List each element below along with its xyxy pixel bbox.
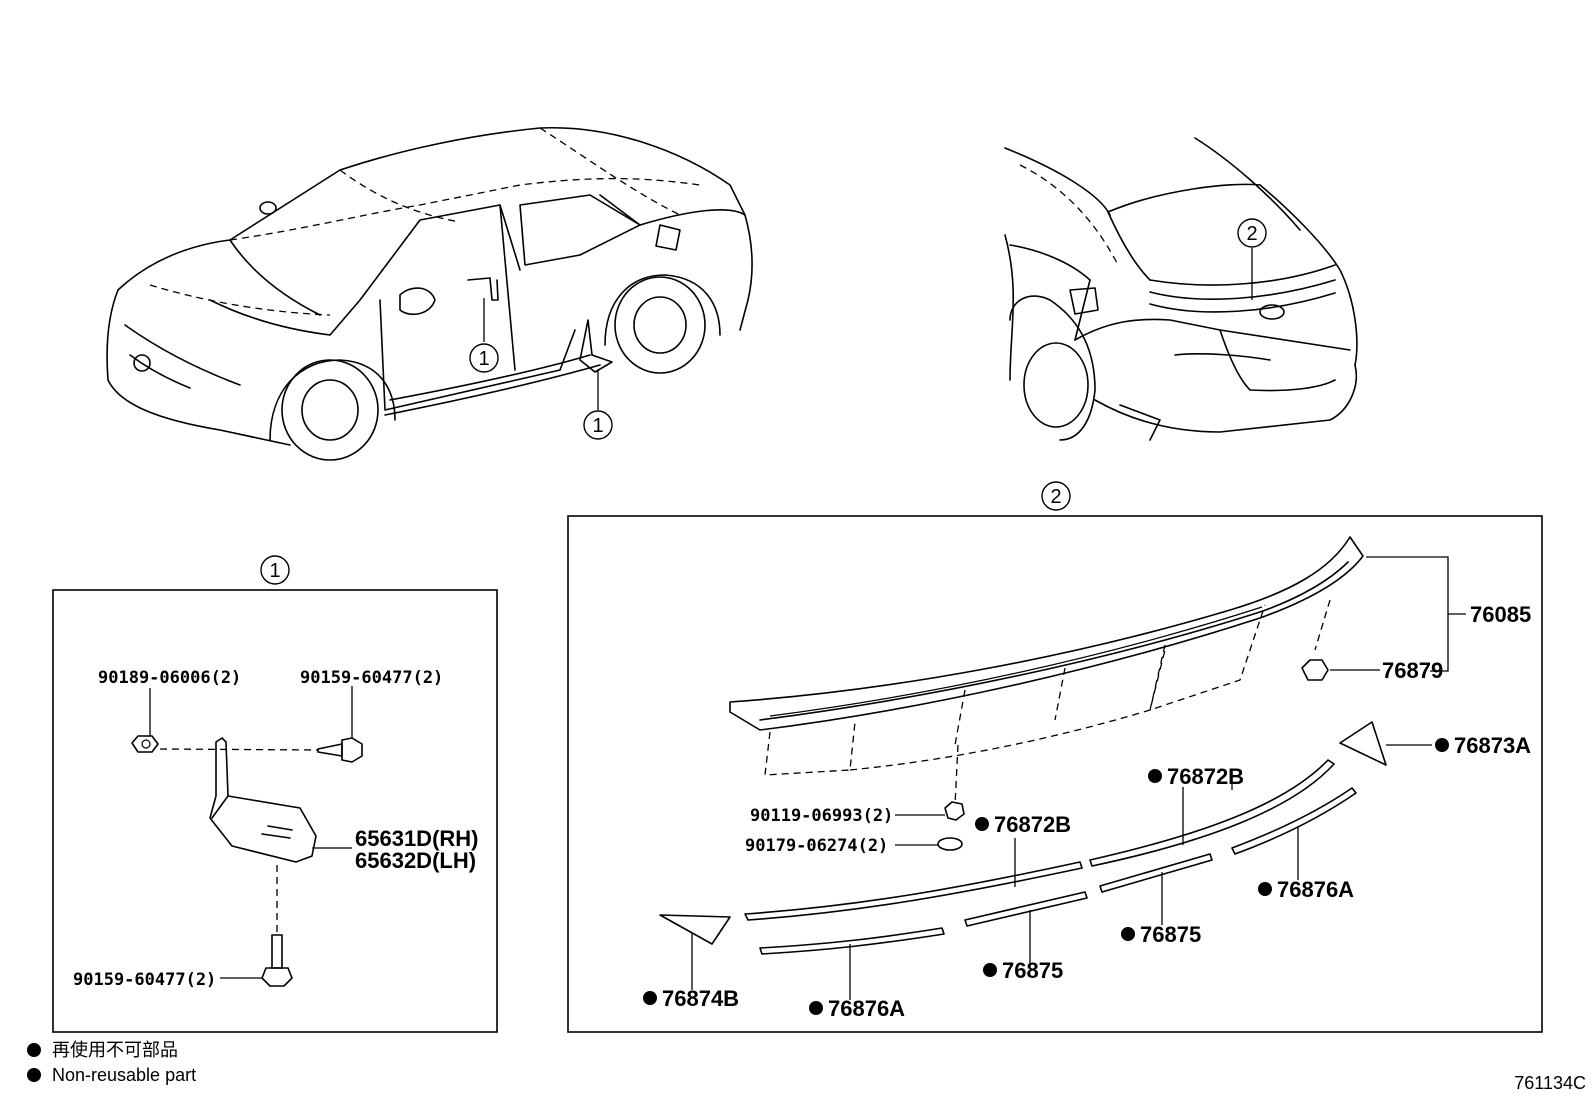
detail-1-illustration xyxy=(131,686,363,987)
figure-code: 761134C xyxy=(1514,1073,1586,1093)
part-76879: 76879 xyxy=(1382,658,1443,683)
part-90189-06006: 90189-06006(2) xyxy=(98,668,241,688)
part-76875-left: 76875 xyxy=(1002,958,1063,983)
part-76874b: 76874B xyxy=(662,986,739,1011)
detail-2-illustration xyxy=(659,536,1466,1000)
non-reusable-markers xyxy=(643,738,1449,1015)
sedan-callout-leaders xyxy=(483,298,599,410)
part-76085: 76085 xyxy=(1470,602,1531,627)
legend-jp-text: 再使用不可部品 xyxy=(52,1040,178,1060)
detail-1-labels: 90189-06006(2) 90159-60477(2) 65631D(RH)… xyxy=(73,668,479,990)
detail-2-labels: 76085 76879 76873A 76872B 76872B 90119-0… xyxy=(662,602,1531,1021)
callout-2-rear-label: 2 xyxy=(1246,223,1257,245)
part-76872b-left: 76872B xyxy=(994,812,1071,837)
part-90119-06993: 90119-06993(2) xyxy=(750,806,893,826)
detail-2-frame xyxy=(567,515,1543,1033)
sedan-front-view xyxy=(106,126,753,461)
callout-1-lower-label: 1 xyxy=(592,415,603,437)
callout-2-rear: 2 xyxy=(1237,218,1267,248)
callout-1-detail-header: 1 xyxy=(260,555,290,585)
part-76872b-right: 76872B xyxy=(1167,764,1244,789)
part-76873a: 76873A xyxy=(1454,733,1531,758)
callout-1-lower: 1 xyxy=(583,410,613,440)
legend: 再使用不可部品 Non-reusable part xyxy=(27,1040,196,1085)
part-65631d-rh: 65631D(RH) xyxy=(355,826,479,851)
part-76876a-left: 76876A xyxy=(828,996,905,1021)
part-90179-06274: 90179-06274(2) xyxy=(745,836,888,856)
legend-en-text: Non-reusable part xyxy=(52,1065,196,1085)
callout-1-upper: 1 xyxy=(469,343,499,373)
callout-2-detail-label: 2 xyxy=(1050,486,1061,508)
part-90159-60477-top: 90159-60477(2) xyxy=(300,668,443,688)
part-76875-right: 76875 xyxy=(1140,922,1201,947)
callout-1-upper-label: 1 xyxy=(478,348,489,370)
part-65632d-lh: 65632D(LH) xyxy=(355,848,476,873)
part-90159-60477-bottom: 90159-60477(2) xyxy=(73,970,216,990)
callout-1-detail-label: 1 xyxy=(269,560,280,582)
part-76876a-right: 76876A xyxy=(1277,877,1354,902)
sedan-rear-view xyxy=(1004,137,1358,441)
callout-2-detail-header: 2 xyxy=(1041,481,1071,511)
detail-1-frame xyxy=(52,589,498,1033)
